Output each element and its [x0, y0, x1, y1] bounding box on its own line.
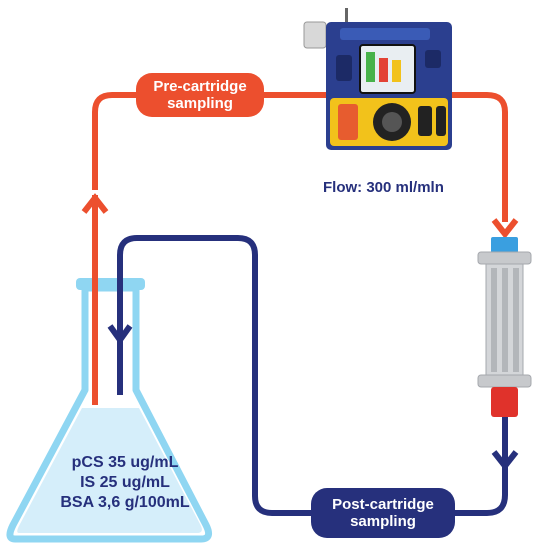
cartridge-filter-icon: [477, 237, 532, 417]
pre-cartridge-line2: sampling: [167, 95, 233, 112]
pump-device-icon: [303, 8, 452, 150]
pre-cartridge-sampling-label: Pre-cartridge sampling: [136, 73, 264, 117]
pre-cartridge-line1: Pre-cartridge: [153, 78, 247, 95]
arrow-down-icon: [491, 218, 519, 239]
supply-line: [92, 92, 508, 405]
post-cartridge-line2: sampling: [350, 513, 416, 530]
arrow-up-icon: [81, 193, 109, 214]
flow-rate-label: Flow: 300 ml/mln: [323, 179, 444, 196]
flask-line-is: IS 25 ug/mL: [80, 474, 170, 491]
post-cartridge-sampling-label: Post-cartridge sampling: [311, 488, 455, 538]
post-cartridge-line1: Post-cartridge: [332, 496, 434, 513]
return-line: [117, 235, 508, 516]
flask-icon: [6, 278, 213, 543]
flask-line-bsa: BSA 3,6 g/100mL: [60, 494, 190, 511]
arrow-down-icon: [491, 450, 519, 471]
flask-line-pcs: pCS 35 ug/mL: [71, 454, 179, 471]
arrow-down-icon: [107, 324, 133, 346]
flask-contents: pCS 35 ug/mL IS 25 ug/mL BSA 3,6 g/100mL: [40, 453, 210, 513]
